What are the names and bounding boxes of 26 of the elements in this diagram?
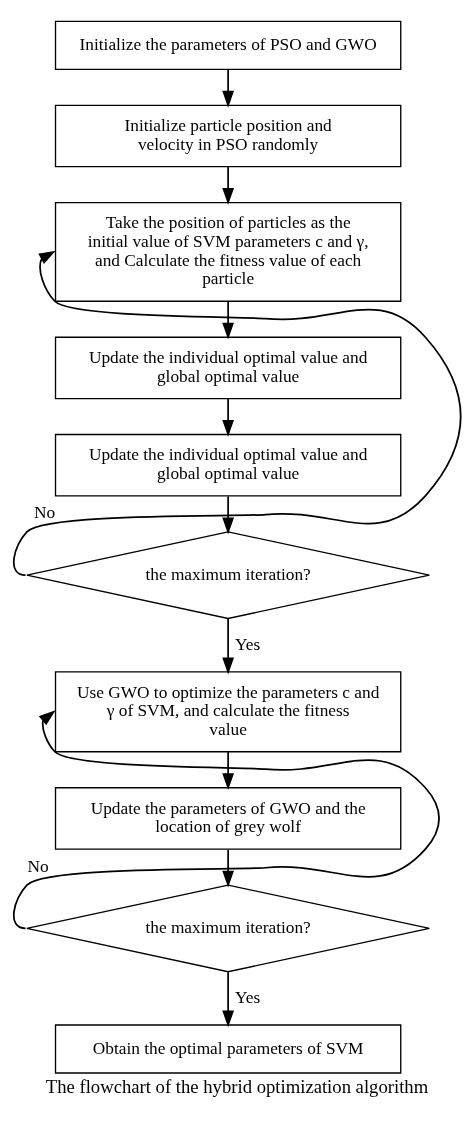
node-diamond: the maximum iteration? [26, 530, 431, 619]
node-box: Initialize particle position and velocity in PSO randomly [54, 104, 402, 167]
arrow [222, 299, 234, 339]
arrow [222, 750, 234, 790]
arrow [222, 617, 234, 674]
arrow [222, 848, 234, 887]
edge-label: No [34, 502, 56, 522]
arrow [222, 397, 234, 437]
node-box: Update the individual optimal value and global optimal value [54, 433, 402, 496]
node-box: Initialize the parameters of PSO and GWO [54, 20, 402, 70]
node-box: Use GWO to optimize the parameters c and γ of SVM, and calculate the fitness value [54, 670, 402, 752]
arrow [222, 68, 234, 108]
node-diamond: the maximum iteration? [26, 883, 431, 972]
node-box: Obtain the optimal parameters of SVM [54, 1023, 402, 1074]
arrow [12, 709, 440, 929]
node-box: Take the position of particles as the initial value of SVM parameters c and γ, and Calculate the fitness value of each particle [54, 201, 402, 302]
caption: The flowchart of the hybrid optimization algorithm [45, 1075, 429, 1097]
edge-label: No [27, 856, 49, 876]
edge-label: Yes [235, 634, 261, 654]
node-box: Update the parameters of GWO and the location of grey wolf [54, 786, 402, 850]
arrow [222, 165, 234, 205]
arrow [12, 250, 462, 576]
node-box: Update the individual optimal value and global optimal value [54, 336, 402, 399]
edge-label: Yes [235, 987, 261, 1007]
arrow [222, 970, 234, 1027]
arrow [222, 495, 234, 534]
